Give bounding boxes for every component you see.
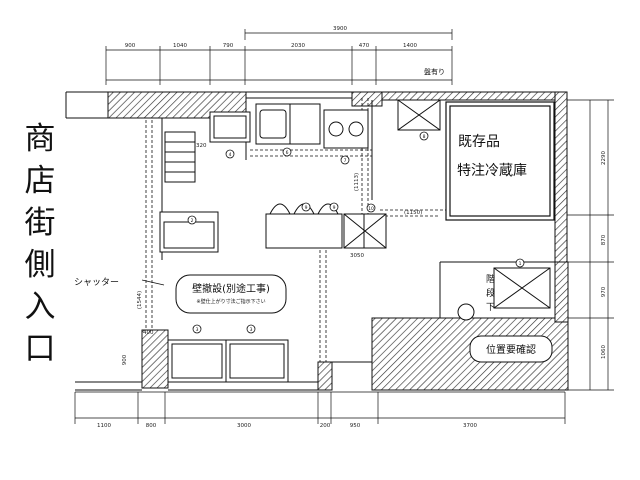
- stairs-area: [457, 267, 551, 321]
- side-char: 側: [24, 247, 56, 283]
- top-dim-4: 2030: [291, 43, 305, 49]
- equip-num: 9: [333, 205, 336, 211]
- bottom-dim-1: 1100: [97, 423, 111, 429]
- side-char: 口: [24, 331, 56, 367]
- bottom-dim-5: 950: [350, 423, 361, 429]
- fridge-label-2: 特注冷蔵庫: [457, 162, 527, 179]
- wall-note-sub: ※壁仕上がり寸法ご指示下さい: [196, 298, 265, 305]
- bottom-dim-2: 800: [146, 423, 157, 429]
- shopping-street-entrance-label: 商 店 街 側 入 口: [18, 118, 62, 370]
- dim-note-1113: (1113): [354, 173, 360, 191]
- equipment-numbers: 4 6 7 8 9 9 10 2 3 3 1: [191, 134, 522, 333]
- right-dim-3: 970: [601, 286, 607, 297]
- dim-note-1544: (1544): [137, 291, 143, 309]
- fridge-label-1: 既存品: [458, 134, 500, 150]
- stairs-label-2: 段: [486, 287, 495, 299]
- right-dimension-lines: [565, 99, 614, 391]
- equip-num: 10: [368, 206, 374, 212]
- right-dim-2: 870: [601, 234, 607, 245]
- equipment-markers: [187, 131, 525, 334]
- bottom-counters: [167, 339, 289, 383]
- wall-note-title: 壁撤設(別途工事): [192, 282, 270, 295]
- right-dim-4: 1060: [601, 345, 607, 359]
- shutter-label: シャッター: [74, 277, 119, 288]
- bottom-dim-6: 3700: [463, 423, 477, 429]
- top-dim-overall: 3900: [333, 26, 347, 32]
- top-dim-6: 1400: [403, 43, 417, 49]
- shelf-unit: [164, 131, 196, 183]
- sink: [159, 211, 219, 253]
- shutter: [141, 279, 165, 286]
- bottom-dimension-lines: [74, 391, 566, 424]
- top-dim-3: 790: [223, 43, 234, 49]
- equip-num: 8: [423, 134, 426, 140]
- top-dim-2: 1040: [173, 43, 187, 49]
- panel-note: 盤有り: [424, 67, 445, 76]
- equip-num: 9: [305, 205, 308, 211]
- right-dim-1: 2290: [601, 151, 607, 165]
- wall-note-cloud: [175, 274, 287, 314]
- equip-num: 6: [286, 150, 289, 156]
- dim-note-3050: 3050: [350, 253, 364, 259]
- equip-num: 7: [344, 158, 347, 164]
- equip-num: 1: [519, 261, 522, 267]
- top-equipment: [209, 99, 441, 149]
- center-counter: [265, 203, 387, 249]
- side-char: 街: [24, 205, 56, 241]
- side-char: 店: [24, 163, 56, 199]
- top-dim-1: 900: [125, 43, 136, 49]
- top-dimension-lines: [105, 29, 453, 85]
- position-cloud: [469, 335, 553, 363]
- stairs-label-1: 階: [486, 274, 495, 285]
- top-dim-5: 470: [359, 43, 370, 49]
- dim-note-320: 320: [196, 143, 207, 149]
- bottom-dim-4: 200: [320, 423, 331, 429]
- side-char: 入: [24, 289, 56, 325]
- existing-fridge: [445, 101, 555, 221]
- dim-note-1150: (1150): [404, 210, 422, 216]
- dim-note-900: 900: [122, 354, 128, 365]
- equip-num: 3: [196, 327, 199, 333]
- equip-num: 3: [250, 327, 253, 333]
- dim-note-400: 400: [143, 330, 154, 336]
- stairs-label-3: 下: [486, 303, 495, 313]
- equip-num: 4: [229, 152, 232, 158]
- position-confirm-label: 位置要確認: [486, 343, 536, 356]
- side-char: 商: [24, 121, 56, 157]
- bottom-dim-3: 3000: [237, 423, 251, 429]
- equip-num: 2: [191, 218, 194, 224]
